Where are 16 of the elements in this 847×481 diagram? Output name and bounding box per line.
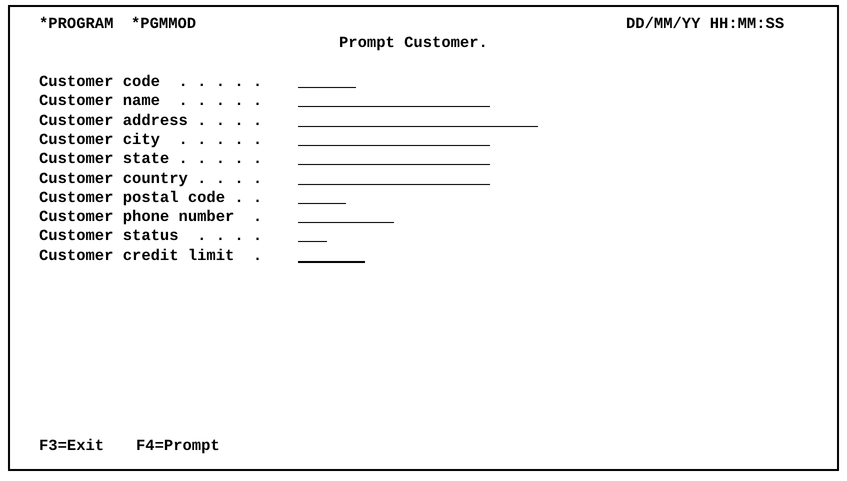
screen-title: Prompt Customer. — [339, 34, 488, 52]
field-label: Customer code . . . . . — [39, 73, 262, 91]
function-key-hint: F4=Prompt — [136, 437, 220, 455]
field-label: Customer country . . . . — [39, 170, 262, 188]
field-label: Customer credit limit . — [39, 246, 262, 265]
field-label: Customer phone number . — [39, 208, 262, 226]
program-name: *PROGRAM — [39, 15, 114, 33]
field-label: Customer name . . . . . — [39, 92, 262, 110]
field-label: Customer postal code . . — [39, 188, 262, 207]
field-label: Customer address . . . . — [39, 112, 262, 130]
function-key-hint: F3=Exit — [39, 437, 104, 455]
field-label: Customer status . . . . — [39, 227, 262, 246]
field-label: Customer city . . . . . — [39, 130, 262, 149]
date-time: DD/MM/YY HH:MM:SS — [626, 15, 784, 33]
module-name: *PGMMOD — [131, 15, 196, 33]
field-label: Customer state . . . . . — [39, 150, 262, 168]
